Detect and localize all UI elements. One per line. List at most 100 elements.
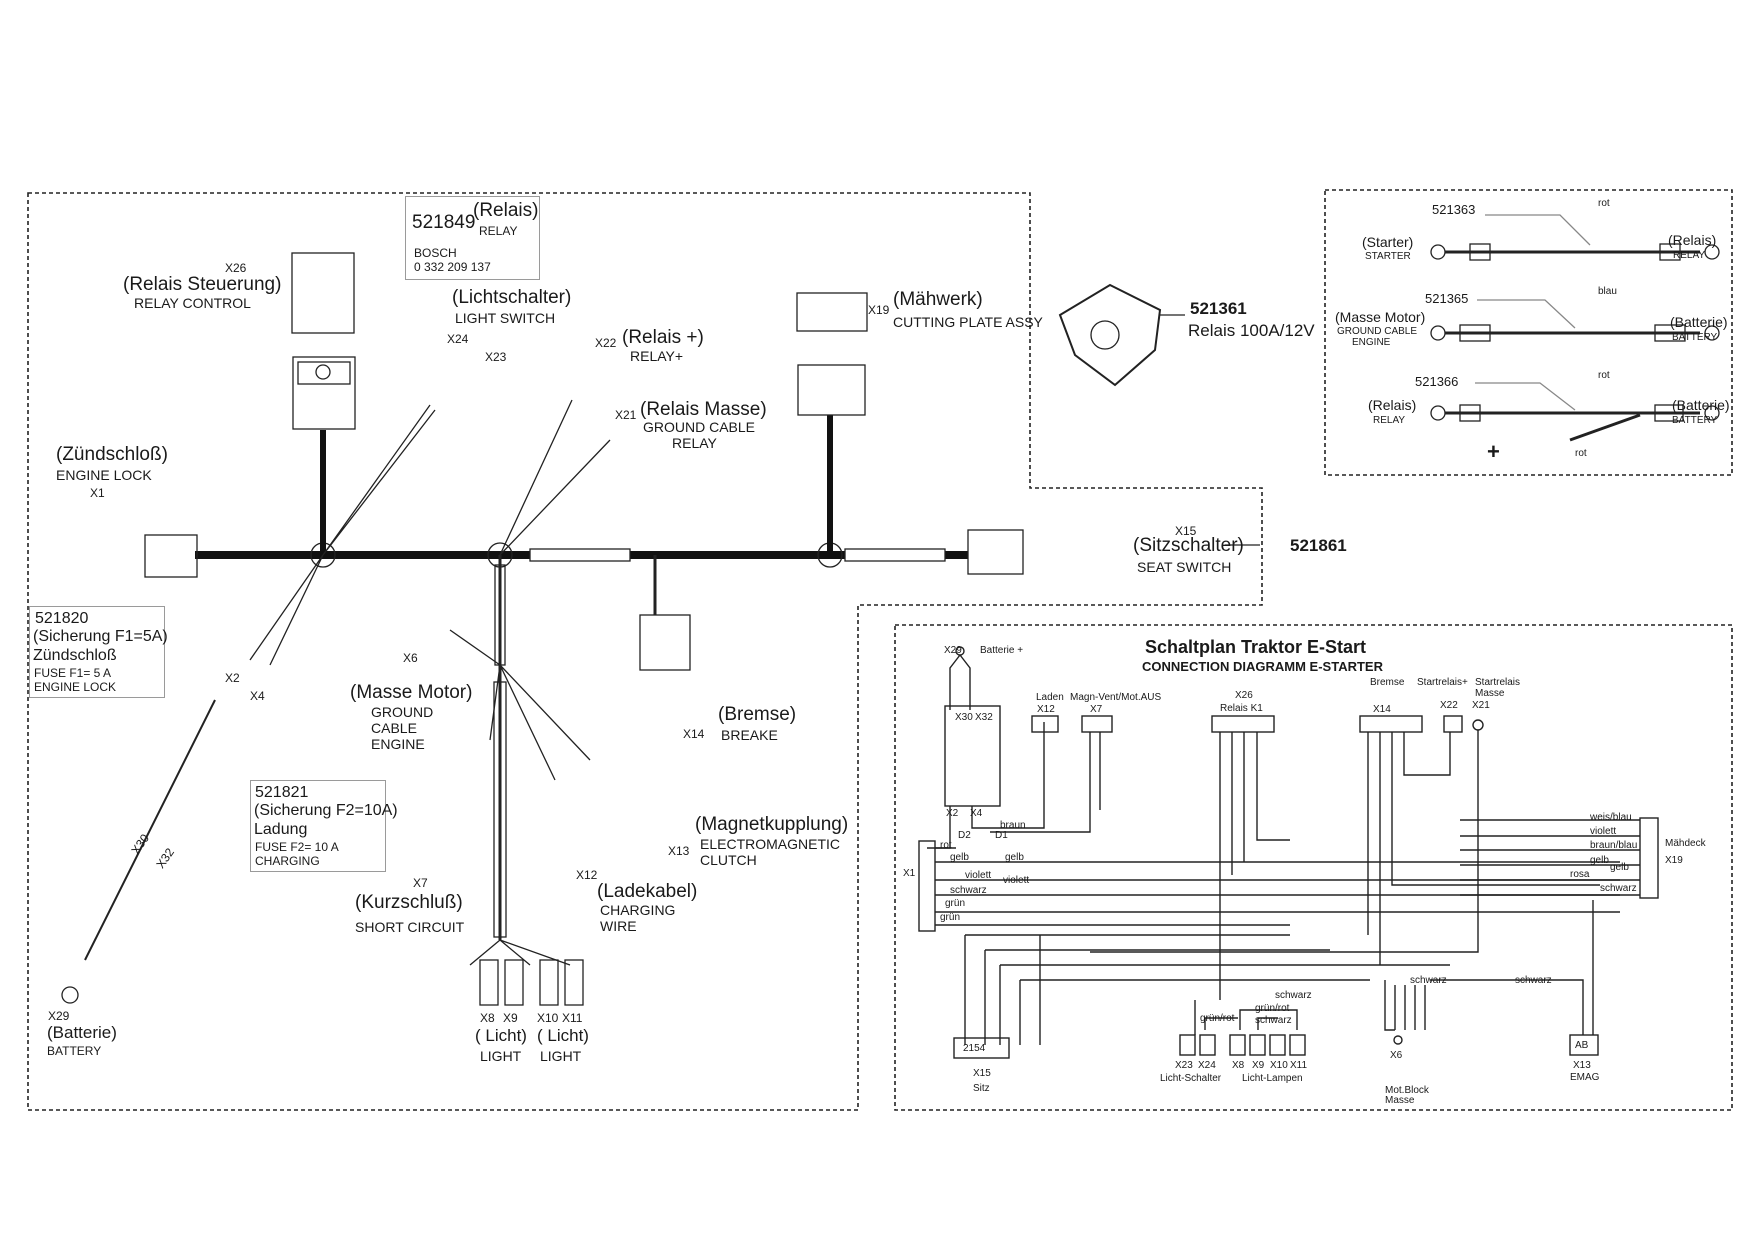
fuse2-de2: Ladung (254, 821, 308, 838)
s-x7-top: Magn-Vent/Mot.AUS (1070, 692, 1162, 703)
short-circuit-en: SHORT CIRCUIT (355, 919, 465, 935)
s-x19-w2: violett (1590, 826, 1617, 837)
relay-main-number: 521361 (1190, 299, 1247, 318)
cable-521363 (1430, 214, 1720, 261)
x14-label: X14 (683, 727, 705, 741)
s-x1-w-rot: rot (940, 840, 952, 851)
s-x1-w-gruen2: grün (940, 912, 961, 923)
s-schwarz-a: schwarz (1275, 990, 1312, 1001)
cable2-right-de: (Batterie) (1670, 314, 1728, 330)
x29-label: X29 (48, 1009, 70, 1023)
s-x21-top1: Startrelais (1475, 677, 1521, 688)
x11-label: X11 (562, 1011, 583, 1025)
s-d2: D2 (958, 830, 971, 841)
s-x1-id: X1 (903, 868, 916, 879)
fuse1-number: 521820 (35, 610, 89, 627)
s-x7-id: X7 (1090, 704, 1103, 715)
s-x13-id: X13 (1573, 1060, 1591, 1071)
s-x2: X2 (946, 808, 959, 819)
s-light-group1: Licht-Schalter (1160, 1073, 1222, 1084)
ground-engine-de: (Masse Motor) (350, 682, 473, 703)
fuse1-box: 521820 (Sicherung F1=5A) Zündschloß FUSE… (29, 606, 168, 698)
s-x19-id: X19 (1665, 855, 1683, 866)
s-schwarz-b: schwarz (1410, 975, 1447, 986)
cable-521365 (1430, 299, 1720, 342)
x21-label: X21 (615, 408, 637, 422)
x10-label: X10 (537, 1011, 559, 1025)
fuse1-en2: ENGINE LOCK (34, 680, 117, 694)
cable2-number: 521365 (1425, 291, 1469, 306)
engine-lock-en: ENGINE LOCK (56, 467, 152, 483)
s-x26-label: Relais K1 (1220, 703, 1263, 714)
s-x15-pins: 2154 (963, 1043, 986, 1054)
relay-ground-en1: GROUND CABLE (643, 419, 756, 435)
clutch-en2: CLUTCH (700, 852, 757, 868)
x15-label: X15 (1175, 524, 1197, 538)
s-x13-pins: AB (1575, 1040, 1589, 1051)
schematic-title: Schaltplan Traktor E-Start (1145, 637, 1367, 657)
battery-en: BATTERY (47, 1044, 102, 1058)
s-x1-w-gelb2: gelb (1005, 852, 1024, 863)
x4-label: X4 (250, 689, 265, 703)
s-schwarz-c: schwarz (1515, 975, 1552, 986)
s-x8: X8 (1232, 1060, 1245, 1071)
x23-label: X23 (485, 350, 507, 364)
x22-label: X22 (595, 336, 617, 350)
cables-frame (1324, 189, 1733, 476)
cable-521366 (1430, 382, 1720, 442)
x6-label: X6 (403, 651, 418, 665)
ground-engine-en1: GROUND (371, 704, 434, 720)
ground-engine-en2: CABLE (371, 720, 417, 736)
brake-en: BREAKE (721, 727, 778, 743)
seat-switch-de: (Sitzschalter) (1133, 535, 1244, 556)
light-switch-en: LIGHT SWITCH (455, 310, 556, 326)
fuse1-de2: Zündschloß (33, 647, 117, 664)
short-circuit-de: (Kurzschluß) (355, 892, 463, 913)
s-x13-label: EMAG (1570, 1072, 1600, 1083)
x2-label: X2 (225, 671, 240, 685)
relay-control-en: RELAY CONTROL (134, 295, 251, 311)
x13-label: X13 (668, 844, 690, 858)
cable1-number: 521363 (1432, 202, 1476, 217)
relay-maker: BOSCH (414, 246, 457, 260)
s-battery-label: Batterie + (980, 645, 1024, 656)
s-x4: X4 (970, 808, 983, 819)
s-x6-id: X6 (1390, 1050, 1403, 1061)
s-x19-w4: gelb (1590, 855, 1609, 866)
s-x1-w-schwarz: schwarz (950, 885, 987, 896)
s-x24: X24 (1198, 1060, 1216, 1071)
battery-de: (Batterie) (47, 1023, 117, 1042)
cable2-color: blau (1598, 286, 1617, 297)
s-x29-id: X29 (944, 645, 962, 656)
fuse1-de1: (Sicherung F1=5A) (33, 628, 168, 645)
light-de-1: ( Licht) (475, 1026, 527, 1045)
cable3-right-en: BATTERY (1672, 415, 1718, 426)
fuse2-box: 521821 (Sicherung F2=10A) Ladung FUSE F2… (250, 780, 398, 872)
s-x23: X23 (1175, 1060, 1193, 1071)
s-x19-w1: weis/blau (1590, 812, 1632, 823)
s-x22-top: Startrelais+ (1417, 677, 1468, 688)
s-x6-label1: Mot.Block (1385, 1085, 1429, 1096)
s-x11: X11 (1290, 1060, 1308, 1071)
relay-part-en: RELAY (479, 224, 518, 238)
x9-label: X9 (503, 1011, 518, 1025)
s-x15-id: X15 (973, 1068, 991, 1079)
schematic-wires (918, 646, 1659, 1059)
light-en-1: LIGHT (480, 1048, 522, 1064)
cable1-right-de: (Relais) (1668, 232, 1717, 248)
s-x14-top: Bremse (1370, 677, 1405, 688)
s-light-w3: grün/rot (1255, 1003, 1290, 1014)
s-x1-w-gruen: grün (945, 898, 966, 909)
engine-lock-de: (Zündschloß) (56, 444, 168, 465)
s-x10: X10 (1270, 1060, 1288, 1071)
cable1-left-de: (Starter) (1362, 234, 1414, 250)
relay-ground-en2: RELAY (672, 435, 717, 451)
harness-frame (27, 192, 1263, 1111)
x24-label: X24 (447, 332, 469, 346)
light-en-2: LIGHT (540, 1048, 582, 1064)
s-x19-w7: schwarz (1600, 883, 1637, 894)
seat-switch-part: 521861 (1290, 536, 1347, 555)
seat-switch-en: SEAT SWITCH (1137, 559, 1232, 575)
cutting-plate-de: (Mähwerk) (893, 289, 983, 310)
